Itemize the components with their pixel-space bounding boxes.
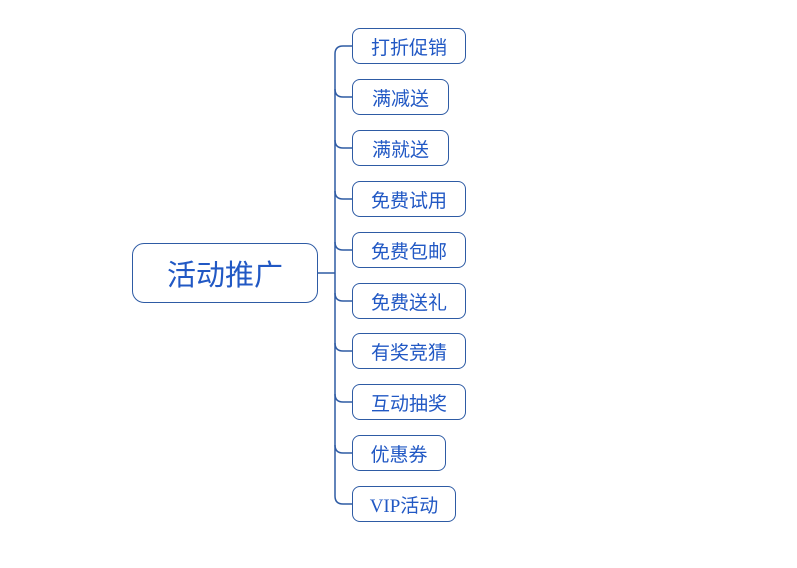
- branch-line: [334, 241, 352, 251]
- child-node-1[interactable]: 打折促销: [352, 28, 466, 64]
- child-node-5[interactable]: 免费包邮: [352, 232, 466, 268]
- branch-line: [334, 393, 352, 403]
- branch-line: [334, 45, 352, 55]
- branch-line: [334, 139, 352, 149]
- branch-line: [334, 342, 352, 352]
- child-node-4[interactable]: 免费试用: [352, 181, 466, 217]
- child-node-6[interactable]: 免费送礼: [352, 283, 466, 319]
- child-node-9[interactable]: 优惠券: [352, 435, 446, 471]
- child-node-7[interactable]: 有奖竞猜: [352, 333, 466, 369]
- branch-line: [334, 495, 352, 505]
- child-node-2[interactable]: 满减送: [352, 79, 449, 115]
- child-node-8[interactable]: 互动抽奖: [352, 384, 466, 420]
- root-node[interactable]: 活动推广: [132, 243, 318, 303]
- child-node-3[interactable]: 满就送: [352, 130, 449, 166]
- branch-line: [334, 190, 352, 200]
- branch-line: [334, 292, 352, 302]
- branch-line: [334, 88, 352, 98]
- child-node-10[interactable]: VIP活动: [352, 486, 456, 522]
- branch-line: [334, 444, 352, 454]
